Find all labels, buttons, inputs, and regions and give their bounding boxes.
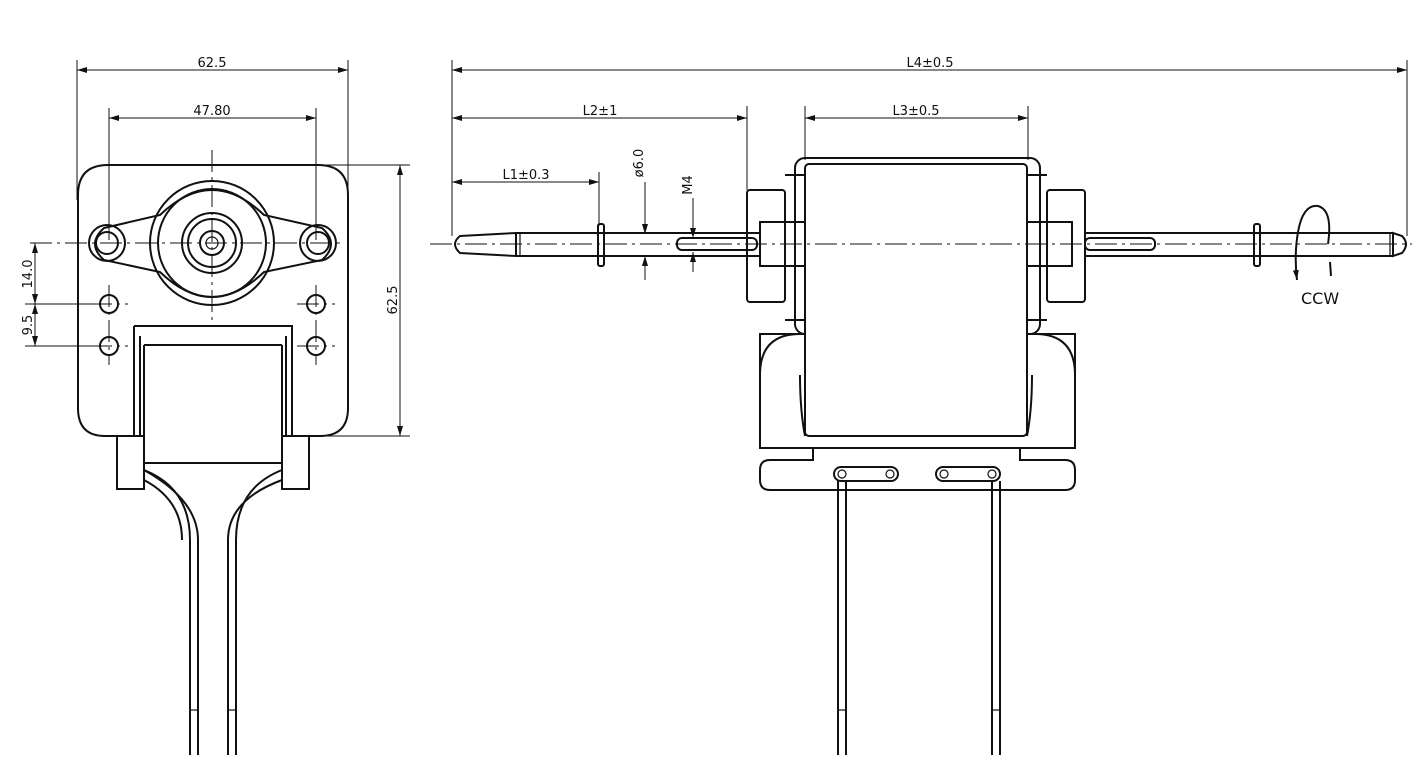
coil-frame (116, 325, 310, 490)
rotation-label: CCW (1301, 289, 1339, 308)
total-length-label: L4±0.5 (906, 56, 953, 71)
lead-wires-side (837, 481, 1001, 755)
total-length-dimension: L4±0.5 (452, 56, 1407, 73)
height-dimension: 62.5 (386, 165, 403, 436)
vertical-offset-dimension: 14.0 (21, 243, 38, 304)
shaft-length-dimension: L2±1 (452, 104, 747, 121)
stack-length-label: L3±0.5 (892, 104, 939, 119)
lead-wires-front (143, 469, 283, 755)
vertical-offset-label: 14.0 (21, 260, 36, 289)
shaft-diameter-label: ø6.0 (632, 149, 647, 178)
hole-pitch-dimension: 9.5 (21, 304, 38, 346)
width-label: 62.5 (198, 56, 227, 71)
thread-label: M4 (681, 175, 696, 195)
thread-dimension: M4 (681, 175, 696, 272)
rotation-arrow-icon (1292, 204, 1332, 281)
shaft-left (454, 223, 760, 267)
hole-spacing-label: 47.80 (193, 104, 230, 119)
height-label: 62.5 (386, 286, 401, 315)
side-view: L4±0.5 L2±1 L3±0.5 L1±0.3 ø6.0 M4 (430, 56, 1412, 755)
shaft-length-label: L2±1 (583, 104, 618, 119)
left-ear-hole (88, 224, 126, 262)
shaft-right (1084, 223, 1407, 267)
shaft-diameter-dimension: ø6.0 (632, 149, 648, 280)
stator-body (746, 157, 1086, 449)
shaft-tip-label: L1±0.3 (502, 168, 549, 183)
width-dimension: 62.5 (77, 56, 348, 73)
front-view: 62.5 47.80 (21, 56, 410, 755)
hole-pitch-label: 9.5 (21, 315, 36, 336)
hole-spacing-dimension: 47.80 (109, 104, 316, 121)
shaft-tip-dimension: L1±0.3 (452, 168, 599, 185)
stack-length-dimension: L3±0.5 (805, 104, 1028, 121)
right-ear-hole (299, 224, 337, 262)
terminal-block (759, 436, 1076, 491)
